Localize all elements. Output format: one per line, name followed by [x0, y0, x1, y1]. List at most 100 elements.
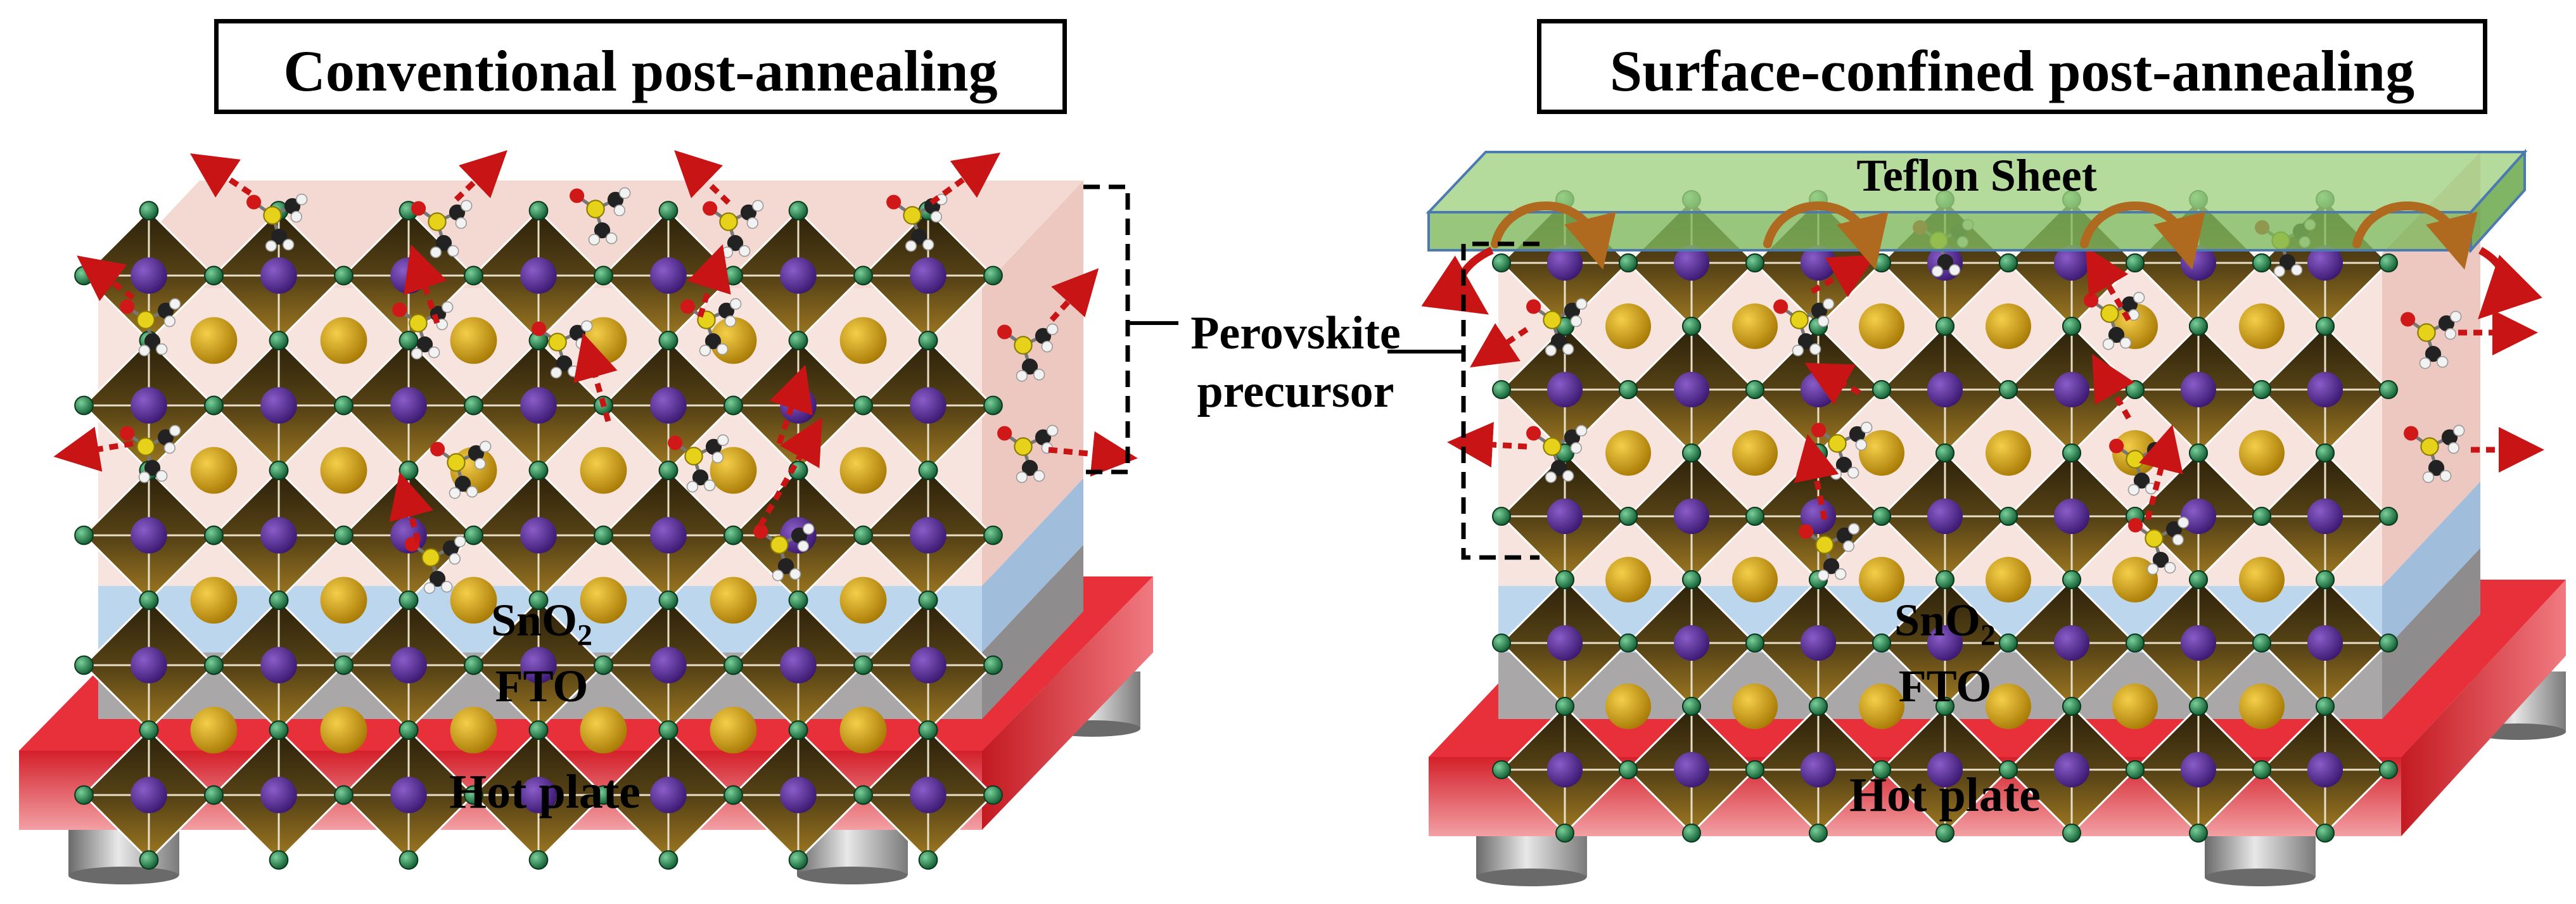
- solvent-molecule: [2128, 516, 2190, 575]
- oxygen-atom: [680, 299, 696, 314]
- a-site-atom: [839, 576, 887, 624]
- hydrogen-atom: [411, 348, 423, 360]
- solvent-molecule: [2401, 310, 2462, 369]
- carbon-atom: [1835, 457, 1852, 473]
- b-site-atom: [260, 257, 297, 294]
- halide-atom: [2379, 253, 2398, 272]
- b-site-atom: [1801, 625, 1836, 661]
- carbon-atom: [791, 527, 808, 544]
- hydrogen-atom: [442, 301, 454, 313]
- b-site-atom: [1674, 245, 1709, 281]
- carbon-atom: [157, 429, 174, 445]
- halide-atom: [2379, 507, 2398, 526]
- b-site-atom: [390, 387, 427, 424]
- halide-atom: [74, 525, 94, 545]
- b-site-atom: [2307, 499, 2343, 534]
- halide-atom: [983, 265, 1003, 286]
- halide-atom: [2316, 570, 2335, 589]
- hydrogen-atom: [2273, 265, 2286, 277]
- halide-atom: [2316, 317, 2335, 336]
- halide-atom: [788, 201, 808, 220]
- halide-atom: [74, 265, 94, 286]
- a-site-atom: [2239, 557, 2285, 602]
- halide-atom: [2316, 697, 2335, 716]
- b-site-atom: [1674, 625, 1709, 661]
- sulfur-atom: [548, 333, 567, 352]
- hydrogen-atom: [1855, 438, 1867, 451]
- b-site-atom: [910, 517, 947, 554]
- a-site-atom: [710, 576, 757, 624]
- hydrogen-atom: [922, 239, 934, 251]
- b-site-atom: [1547, 372, 1583, 407]
- oxygen-atom: [753, 524, 768, 539]
- halide-atom: [1619, 253, 1638, 272]
- hydrogen-atom: [739, 245, 751, 257]
- halide-atom: [1872, 380, 1891, 399]
- b-site-atom: [1547, 752, 1583, 787]
- hydrogen-atom: [2127, 484, 2140, 496]
- a-site-atom: [580, 576, 627, 624]
- sulfur-atom: [428, 212, 447, 231]
- halide-atom: [2126, 760, 2145, 779]
- a-site-atom: [450, 317, 497, 364]
- hydrogen-atom: [2453, 424, 2465, 436]
- hydrogen-atom: [2447, 442, 2459, 454]
- sulfur-atom: [2420, 437, 2439, 456]
- a-site-atom: [2239, 430, 2285, 476]
- halide-atom: [269, 850, 289, 870]
- halide-atom: [853, 655, 873, 675]
- halide-atom: [1682, 697, 1701, 716]
- halide-atom: [2379, 760, 2398, 779]
- carbon-atom: [2152, 552, 2169, 568]
- hydrogen-atom: [1861, 421, 1873, 433]
- b-site-atom: [650, 257, 687, 294]
- b-site-atom: [260, 777, 297, 813]
- a-site-atom: [2112, 557, 2158, 602]
- carbon-atom: [1021, 460, 1038, 476]
- hydrogen-atom: [803, 523, 815, 535]
- oxygen-atom: [2109, 438, 2124, 454]
- hydrogen-atom: [296, 193, 308, 205]
- halide-atom: [1492, 380, 1511, 399]
- oxygen-atom: [997, 426, 1012, 441]
- halide-atom: [2126, 633, 2145, 653]
- oxygen-atom: [2404, 426, 2419, 441]
- solvent-molecule: [997, 424, 1059, 483]
- sulfur-atom: [421, 548, 440, 567]
- halide-atom: [1999, 633, 2018, 653]
- escape-arrow: [674, 150, 731, 205]
- halide-atom: [269, 461, 289, 480]
- curl-arrow: [1763, 201, 1889, 270]
- hydrogen-atom: [588, 234, 601, 246]
- carbon-atom: [910, 229, 928, 245]
- halide-atom: [1682, 570, 1701, 589]
- carbon-atom: [727, 235, 744, 251]
- hydrogen-atom: [430, 246, 442, 258]
- halide-atom: [464, 265, 483, 286]
- halide-atom: [1872, 253, 1891, 272]
- hydrogen-atom: [1847, 467, 1859, 479]
- sulfur-atom: [2145, 529, 2164, 548]
- halide-atom: [724, 265, 743, 286]
- sno2-base-right: SnO: [1894, 595, 1981, 646]
- hydrogen-atom: [724, 315, 736, 328]
- confined-vapor-arrows: [1421, 201, 2542, 319]
- b-site-atom: [1927, 499, 1963, 534]
- sulfur-atom: [447, 453, 466, 472]
- b-site-atom: [1674, 752, 1709, 787]
- hydrogen-atom: [1949, 264, 1961, 276]
- carbon-atom: [284, 198, 301, 214]
- hydrogen-atom: [789, 568, 801, 580]
- a-site-atom: [580, 706, 627, 754]
- solvent-molecule: [1526, 298, 1588, 357]
- oxygen-atom: [120, 426, 135, 441]
- b-site-atom: [1547, 625, 1583, 661]
- a-site-atom: [710, 706, 757, 754]
- oxygen-atom: [1799, 524, 1814, 539]
- halide-atom: [204, 525, 224, 545]
- b-site-atom: [520, 257, 557, 294]
- hydrogen-atom: [1830, 468, 1842, 480]
- halide-atom: [74, 655, 94, 675]
- halide-atom: [1555, 697, 1574, 716]
- carbon-atom: [607, 191, 624, 208]
